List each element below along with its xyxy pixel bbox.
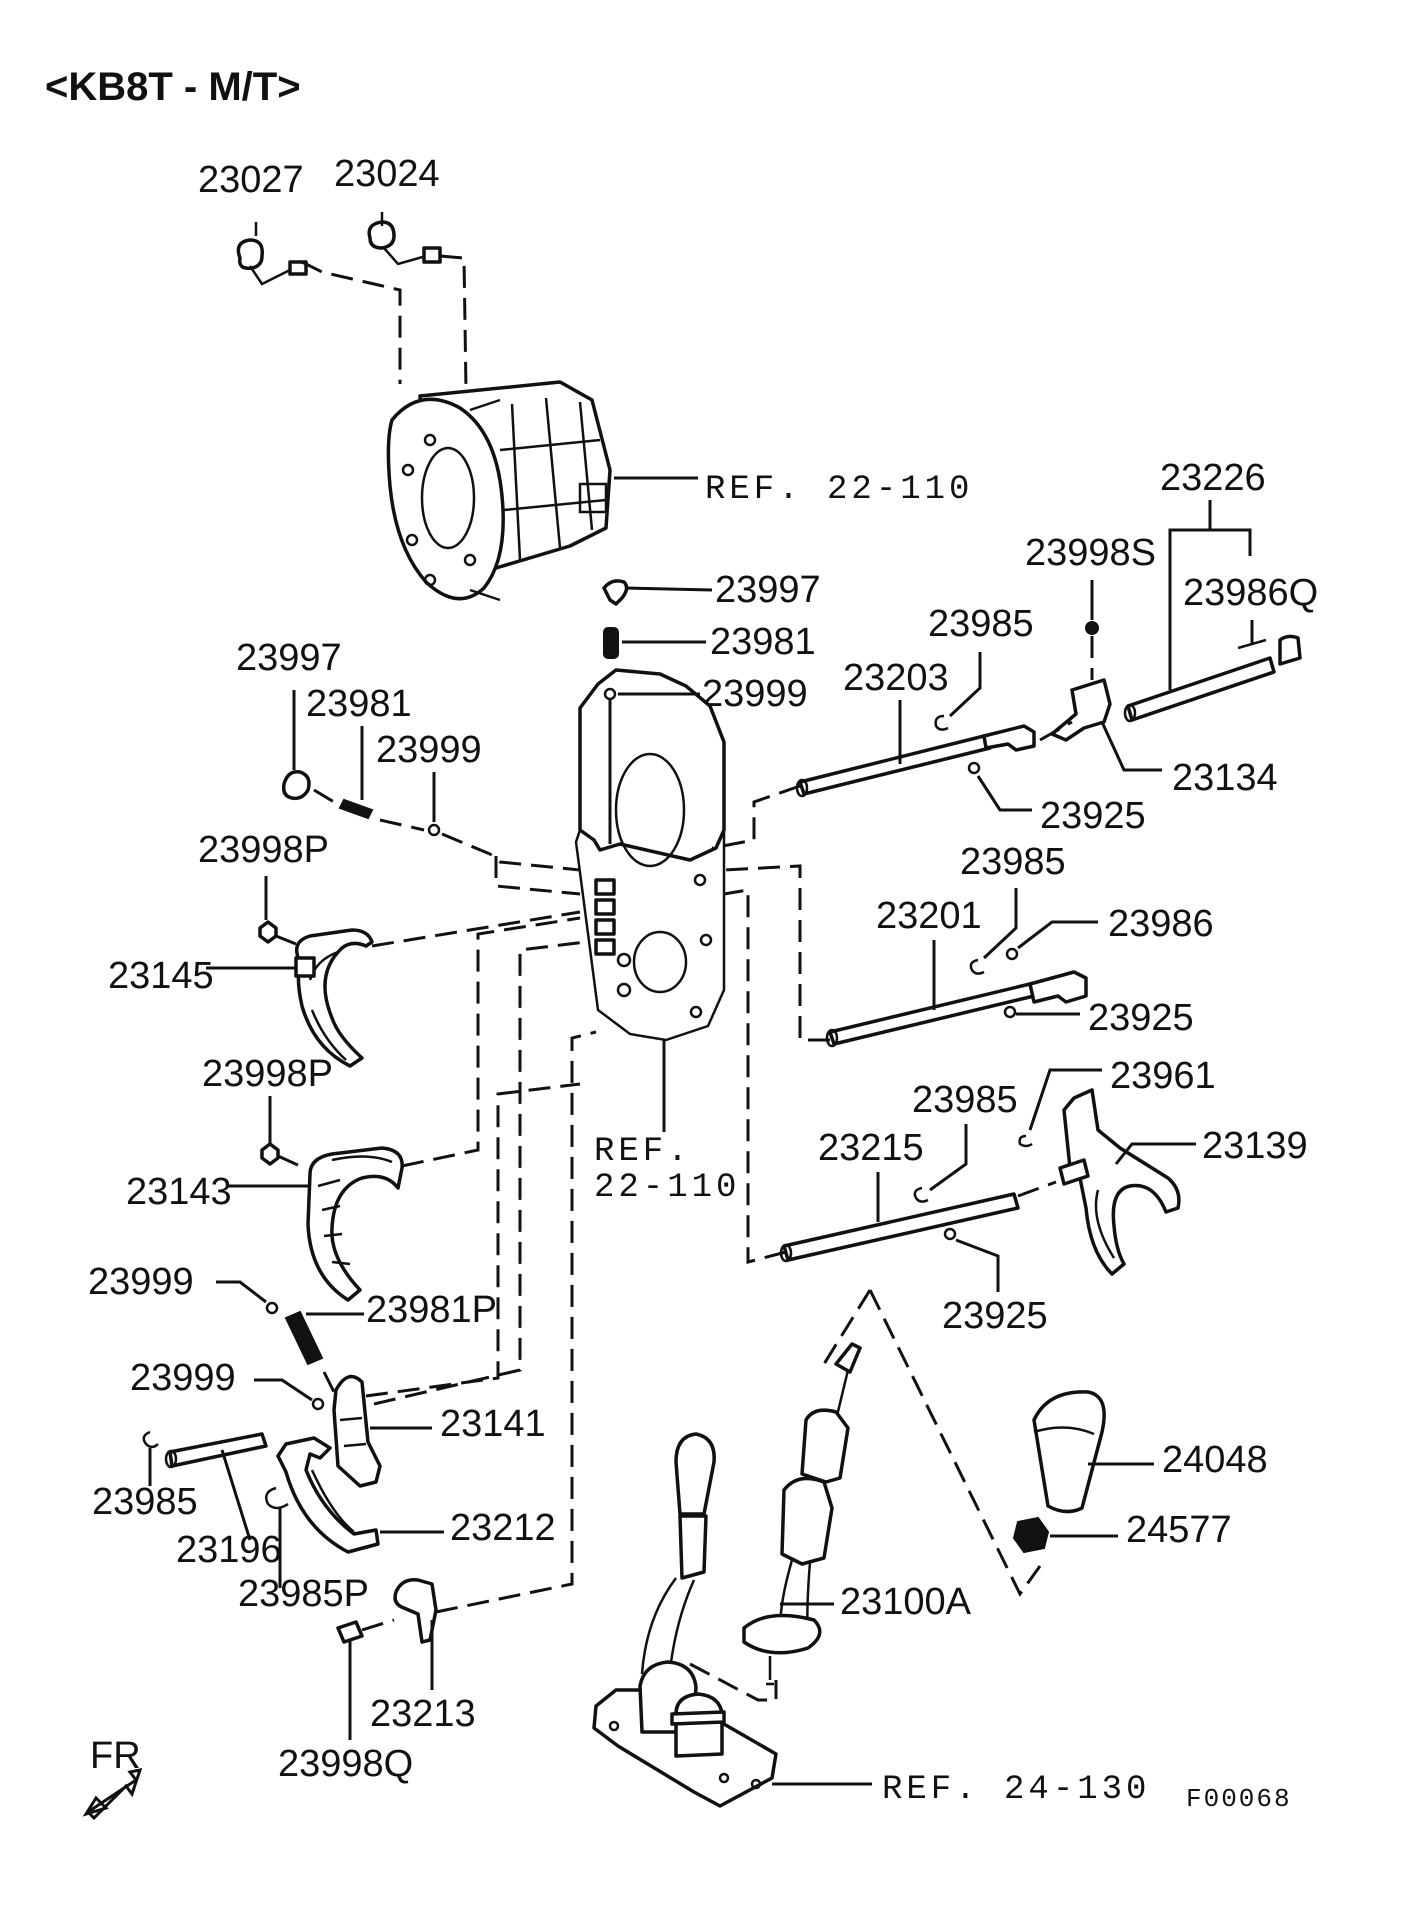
part-label-23981-left: 23981 [306, 683, 412, 725]
part-label-23986: 23986 [1108, 903, 1214, 945]
part-label-23925-lower: 23925 [942, 1295, 1048, 1337]
clip-23985-lower-icon [913, 1186, 929, 1203]
part-label-23100A: 23100A [840, 1581, 972, 1623]
part-label-23141: 23141 [440, 1403, 546, 1445]
part-label-23999-lower-a: 23999 [88, 1261, 194, 1303]
part-label-23145: 23145 [108, 955, 214, 997]
ref-label-case-mid-1: REF. [594, 1133, 692, 1171]
part-label-23985P: 23985P [238, 1573, 369, 1615]
shift-rod-23196 [164, 1432, 268, 1469]
part-label-23998P-upper: 23998P [198, 829, 329, 871]
part-label-23999-upper: 23999 [702, 673, 808, 715]
spring-23981-upper-icon [603, 627, 619, 659]
part-label-24048: 24048 [1162, 1439, 1268, 1481]
knob-nut-24577-icon [1012, 1516, 1050, 1554]
ball-23999-upper-icon [603, 687, 617, 701]
bracket-23213 [393, 1578, 438, 1644]
shift-fork-23139 [1058, 1088, 1181, 1276]
part-label-23226: 23226 [1160, 457, 1266, 499]
part-label-23998Q: 23998Q [278, 1743, 413, 1785]
adapter-plate [574, 668, 726, 1042]
screw-23998P-lower-icon [260, 1142, 280, 1166]
part-label-23997-upper: 23997 [715, 569, 821, 611]
shift-fork-23145 [294, 928, 374, 1068]
part-label-23203: 23203 [843, 657, 949, 699]
part-label-23024: 23024 [334, 153, 440, 195]
shift-fork-23212 [276, 1436, 380, 1554]
front-direction-arrow-icon [82, 1768, 143, 1821]
shift-rail-23226 [1123, 634, 1302, 723]
part-label-23925-upper: 23925 [1040, 795, 1146, 837]
part-label-23196: 23196 [176, 1529, 282, 1571]
part-label-24577: 24577 [1126, 1509, 1232, 1551]
ref-label-shifter: REF. 24-130 [882, 1771, 1150, 1809]
shift-rail-23201 [825, 970, 1088, 1048]
ball-23999-left-icon [427, 823, 441, 837]
part-label-23985-upper: 23985 [928, 603, 1034, 645]
part-label-23134: 23134 [1172, 757, 1278, 799]
spring-23981-left-icon [338, 798, 374, 820]
part-label-23998P-lower: 23998P [202, 1053, 333, 1095]
part-label-23027: 23027 [198, 159, 304, 201]
part-label-23999-lower-b: 23999 [130, 1357, 236, 1399]
shift-fork-23143 [306, 1146, 404, 1302]
ball-23925-lower-icon [943, 1227, 957, 1241]
diagram-code: F00068 [1186, 1784, 1292, 1814]
clip-23985-upper-icon [934, 714, 949, 731]
transmission-case [386, 380, 612, 602]
pin-23986-icon [1005, 947, 1019, 961]
shift-rail-23203 [795, 724, 1036, 798]
part-label-23213: 23213 [370, 1693, 476, 1735]
plunger-23997-left-icon [281, 770, 311, 801]
ref-label-case-mid-2: 22-110 [594, 1169, 740, 1207]
shifter-housing [592, 1660, 778, 1808]
rail-end-23134 [1050, 678, 1112, 742]
part-label-23215: 23215 [818, 1127, 924, 1169]
ball-23999-lower-a-icon [265, 1301, 279, 1315]
shift-lever-23141 [332, 1374, 382, 1488]
part-label-23985-lower: 23985 [912, 1079, 1018, 1121]
clip-23985-bottom-icon [142, 1430, 159, 1449]
part-label-23961: 23961 [1110, 1055, 1216, 1097]
ball-23925-middle-icon [1003, 1005, 1017, 1019]
part-label-23985-middle: 23985 [960, 841, 1066, 883]
part-label-23985-bottom: 23985 [92, 1481, 198, 1523]
clip-23985P-icon [265, 1486, 289, 1510]
part-label-23981-upper: 23981 [710, 621, 816, 663]
shift-lever-assembly-23100A [742, 1342, 862, 1686]
shift-knob-24048 [1032, 1390, 1106, 1514]
bolt-23998S-icon [1085, 621, 1099, 635]
ball-23999-lower-b-icon [311, 1397, 325, 1411]
bolt-23998Q-icon [336, 1620, 364, 1644]
part-label-23997-left: 23997 [236, 637, 342, 679]
spring-23981P-icon [284, 1310, 324, 1366]
pin-23961-icon [1018, 1134, 1033, 1148]
connector-23024-icon [367, 212, 442, 266]
connector-23027-icon [236, 222, 308, 286]
plunger-23997-upper-icon [602, 579, 629, 606]
screw-23998P-upper-icon [258, 920, 278, 944]
part-label-23998S: 23998S [1025, 532, 1156, 574]
part-label-23925-middle: 23925 [1088, 997, 1194, 1039]
clip-23985-middle-icon [969, 958, 985, 975]
lower-shift-lever [640, 1432, 716, 1675]
part-label-23981P: 23981P [366, 1289, 497, 1331]
ball-23925-upper-icon [967, 761, 981, 775]
part-label-23986Q: 23986Q [1183, 572, 1318, 614]
part-label-23143: 23143 [126, 1171, 232, 1213]
part-label-23999-left: 23999 [376, 729, 482, 771]
orientation-label: FR [90, 1735, 141, 1777]
diagram-title: <KB8T - M/T> [45, 65, 301, 109]
part-label-23201: 23201 [876, 895, 982, 937]
part-label-23139: 23139 [1202, 1125, 1308, 1167]
ref-label-case-top: REF. 22-110 [705, 471, 973, 509]
part-label-23212: 23212 [450, 1507, 556, 1549]
